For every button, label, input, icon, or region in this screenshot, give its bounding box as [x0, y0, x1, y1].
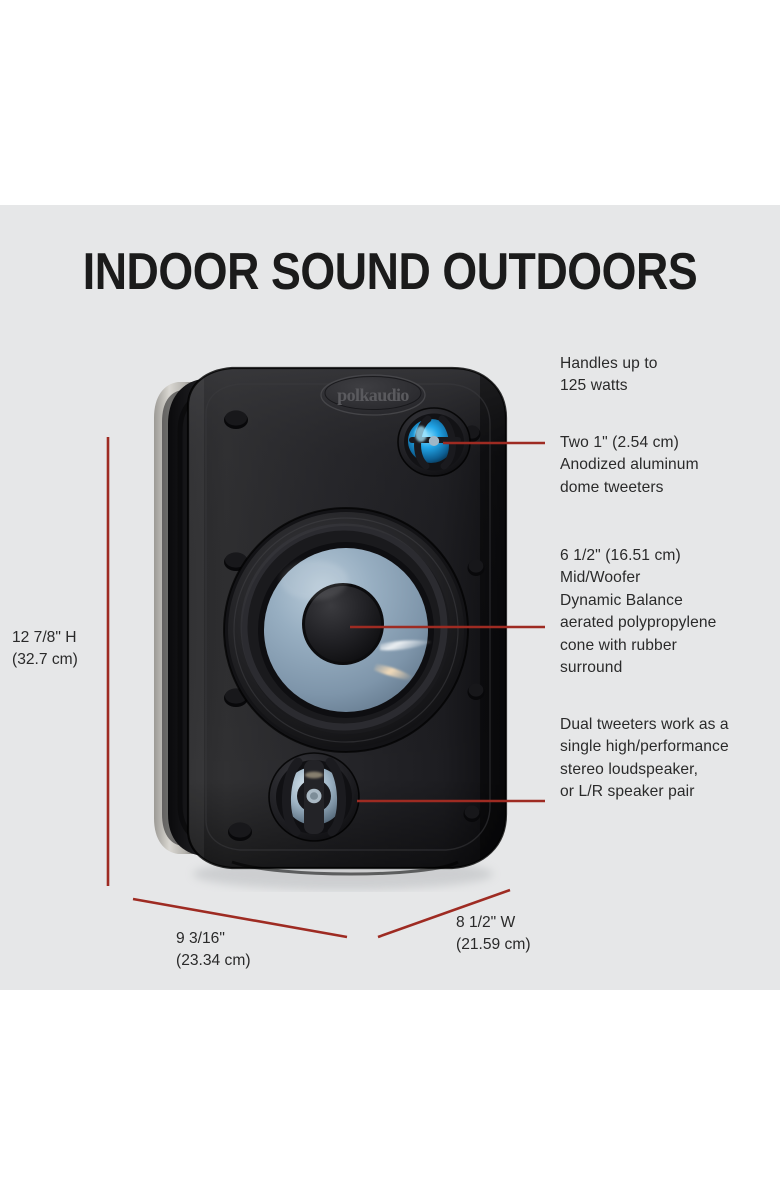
dimension-line-width	[377, 888, 511, 939]
tweeter-top	[397, 407, 471, 477]
dimension-label-height: 12 7/8" H (32.7 cm)	[12, 629, 78, 669]
callout-tweeters: Two 1" (2.54 cm) Anodized aluminum dome …	[560, 434, 699, 496]
brand-badge: polkaudio	[320, 374, 426, 416]
brand-logo-text: polkaudio	[337, 385, 409, 405]
woofer-dust-cap	[305, 586, 381, 662]
callout-mid-woofer: 6 1/2" (16.51 cm) Mid/Woofer Dynamic Bal…	[560, 547, 717, 677]
grille-peg-holes-right	[463, 425, 485, 822]
dimension-label-depth: 9 3/16" (23.34 cm)	[176, 930, 251, 970]
dimension-label-width: 8 1/2" W (21.59 cm)	[456, 914, 531, 954]
callout-dual-tweeters: Dual tweeters work as a single high/perf…	[560, 716, 729, 801]
mid-woofer	[223, 507, 469, 753]
page-title: INDOOR SOUND OUTDOORS	[82, 243, 698, 301]
tweeter-bottom	[268, 752, 360, 842]
speaker-product-image: polkaudio	[154, 366, 508, 890]
grille-peg-holes-left	[224, 410, 252, 841]
callout-handles-watts: Handles up to 125 watts	[560, 355, 658, 395]
cabinet-bottom-lip	[231, 860, 459, 876]
dimension-line-depth	[132, 897, 348, 939]
